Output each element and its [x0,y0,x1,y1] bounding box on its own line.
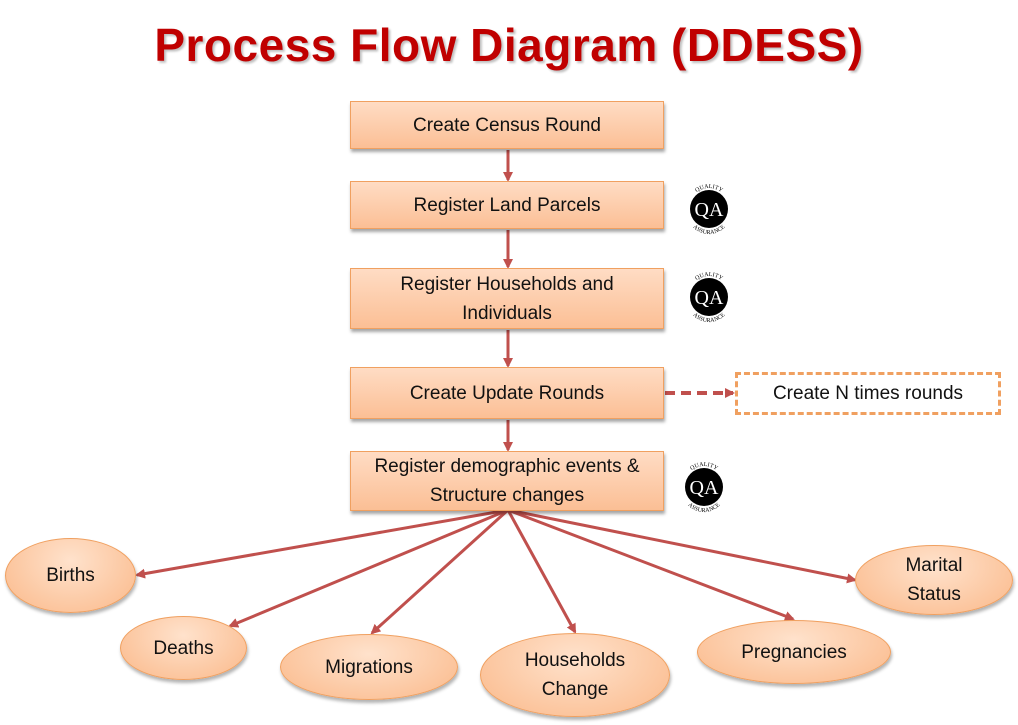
svg-text:QUALITY: QUALITY [689,462,719,472]
step-register-demographic-events: Register demographic events & Structure … [350,451,664,511]
note-create-n-times-rounds: Create N times rounds [735,372,1001,415]
arrow-to-households-change [506,509,577,634]
diagram-title: Process Flow Diagram (DDESS) [154,19,864,71]
event-marital-status: Marital Status [855,545,1013,615]
event-births: Births [5,538,136,613]
event-label: Pregnancies [741,641,847,663]
event-label: Households Change [524,650,626,700]
step-label: Create Update Rounds [409,382,605,404]
quality-assurance-seal-icon: QUALITY ASSURANCE QA [690,184,728,236]
arrow-to-marital-status [507,508,857,584]
svg-text:QA: QA [695,287,724,309]
arrow-to-deaths [228,508,509,628]
step-create-census-round: Create Census Round [350,101,664,149]
svg-text:QUALITY: QUALITY [694,272,724,282]
step-label: Register Land Parcels [413,194,601,216]
step-register-households-individuals: Register Households and Individuals [350,268,664,329]
step-create-update-rounds: Create Update Rounds [350,367,664,419]
arrow-to-pregnancies [507,508,795,621]
event-households-change: Households Change [480,633,670,717]
event-label: Births [46,565,95,586]
quality-assurance-seal-icon: QUALITY ASSURANCE QA [685,462,723,514]
svg-text:QA: QA [690,477,719,499]
event-deaths: Deaths [120,616,247,680]
event-label: Deaths [153,637,214,659]
event-pregnancies: Pregnancies [697,620,891,684]
svg-text:QA: QA [695,199,724,221]
event-label: Migrations [325,656,413,678]
note-label: Create N times rounds [772,382,964,404]
event-label: Marital Status [905,555,963,605]
step-label: Create Census Round [413,114,601,136]
arrow-to-births [135,508,509,579]
event-migrations: Migrations [280,634,458,700]
step-register-land-parcels: Register Land Parcels [350,181,664,229]
step-label: Register demographic events & Structure … [374,456,640,506]
step-label: Register Households and Individuals [400,273,614,324]
quality-assurance-seal-icon: QUALITY ASSURANCE QA [690,272,728,324]
arrow-to-migrations [370,508,510,635]
svg-text:QUALITY: QUALITY [694,184,724,194]
